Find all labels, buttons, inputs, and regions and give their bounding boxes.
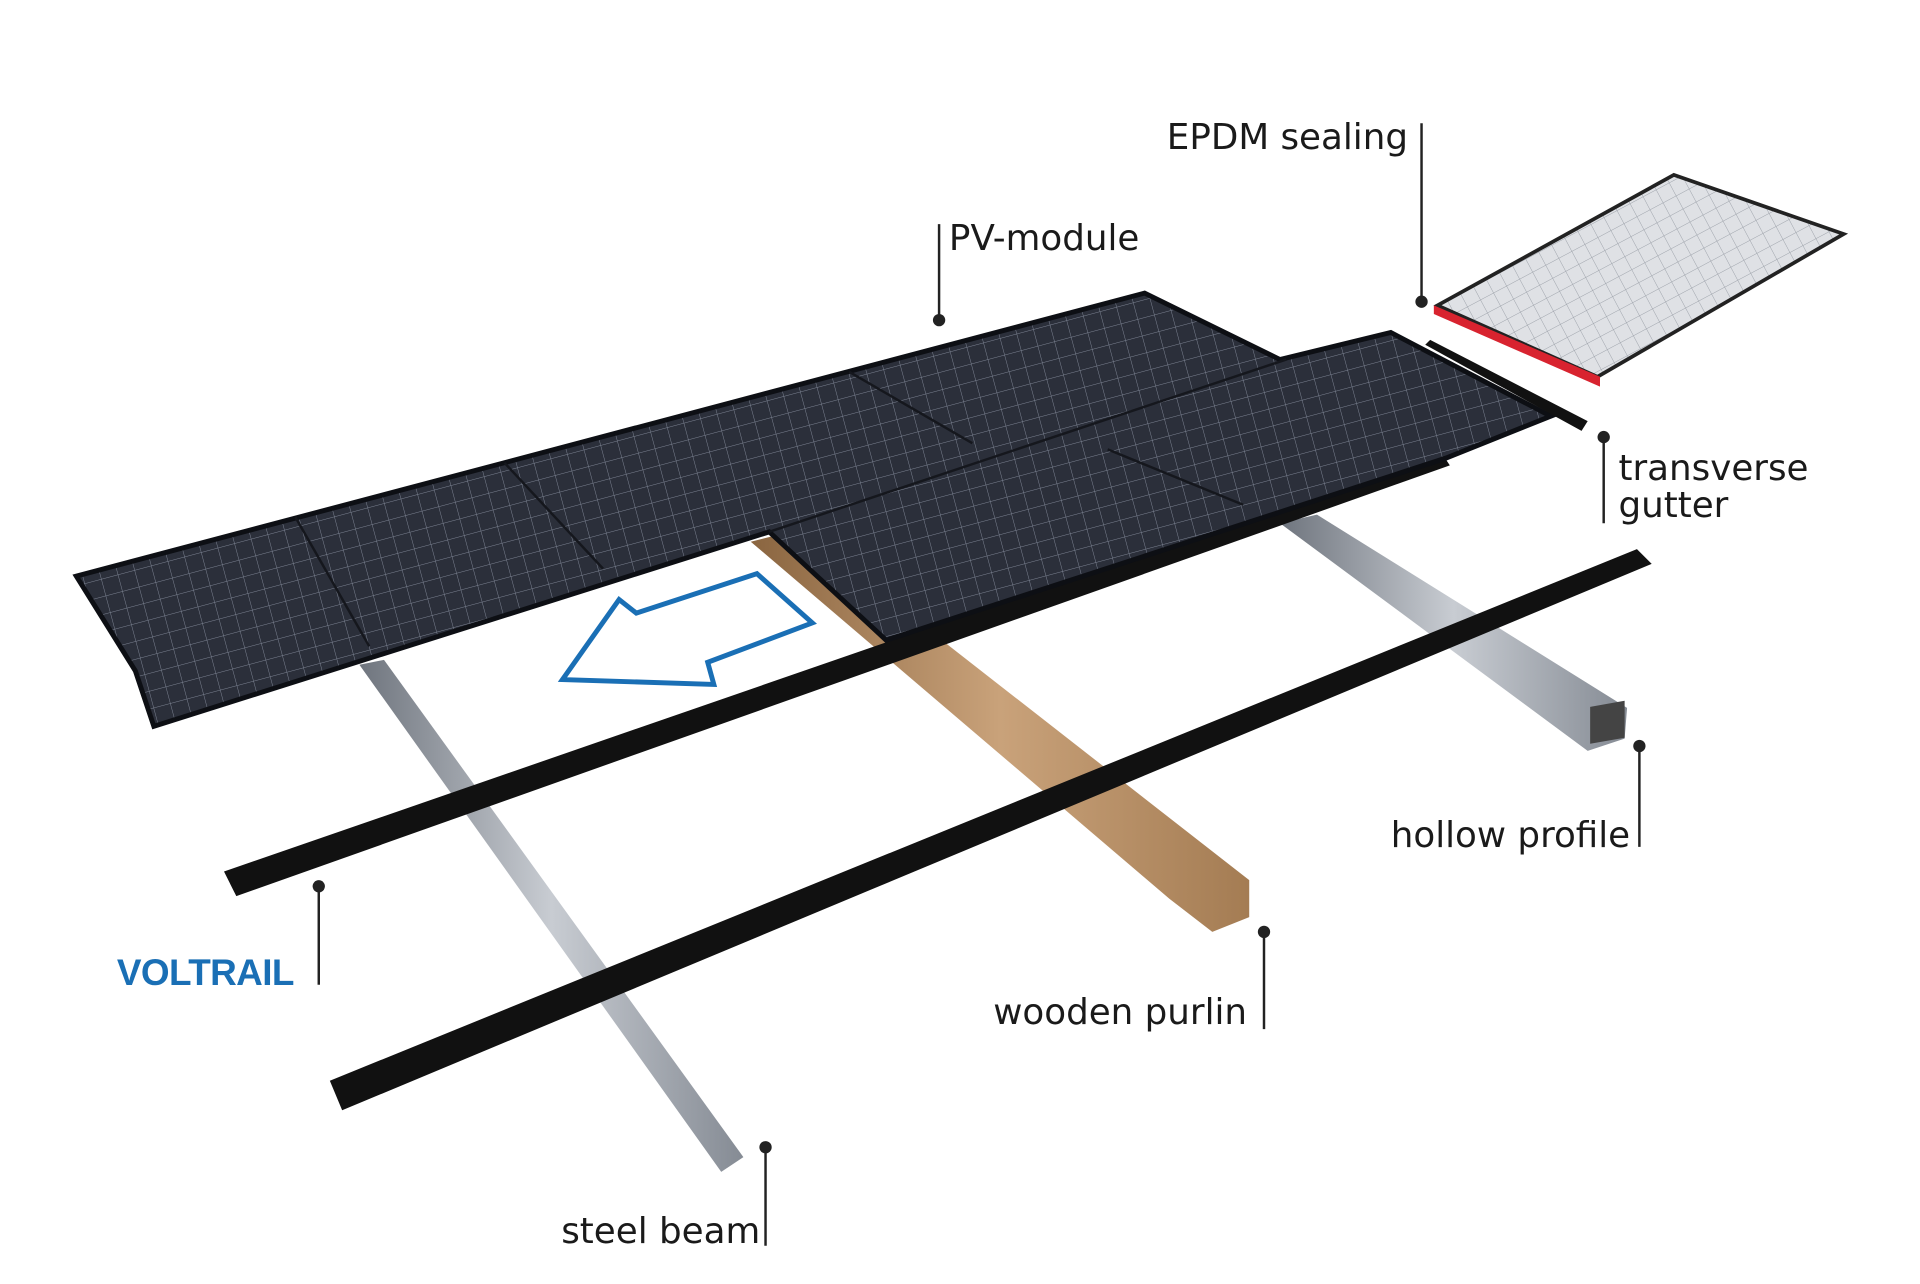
leader-wooden-purlin	[1257, 925, 1271, 1030]
pv-module-array	[72, 290, 1557, 730]
label-transverse: transverse	[1618, 448, 1808, 489]
steel-beam	[359, 659, 744, 1172]
label-gutter: gutter	[1618, 485, 1728, 526]
leader-steel-beam	[759, 1141, 772, 1246]
voltrail-rail-back	[329, 549, 1652, 1111]
voltrail-rail-front	[224, 450, 1450, 897]
flow-direction-arrow-icon	[557, 570, 817, 688]
label-steel-beam: steel beam	[561, 1211, 760, 1252]
label-pv-module: PV-module	[949, 218, 1139, 259]
leader-transverse-gutter	[1597, 430, 1610, 524]
hollow-profile-end	[1590, 700, 1625, 744]
leader-hollow-profile	[1633, 739, 1646, 847]
label-epdm-sealing: EPDM sealing	[1167, 117, 1408, 158]
epdm-sealing-strip	[1433, 305, 1600, 387]
label-wooden-purlin: wooden purlin	[993, 992, 1247, 1033]
label-hollow-profile: hollow profile	[1391, 815, 1630, 856]
leader-epdm	[1415, 123, 1428, 308]
leader-pv-module	[932, 224, 946, 327]
leader-voltrail	[312, 880, 325, 985]
module-seams	[294, 358, 1287, 647]
transverse-gutter	[1425, 339, 1588, 431]
brand-logo-voltrail: VOLTRAIL	[117, 952, 294, 993]
pv-module-detached	[1433, 172, 1849, 379]
